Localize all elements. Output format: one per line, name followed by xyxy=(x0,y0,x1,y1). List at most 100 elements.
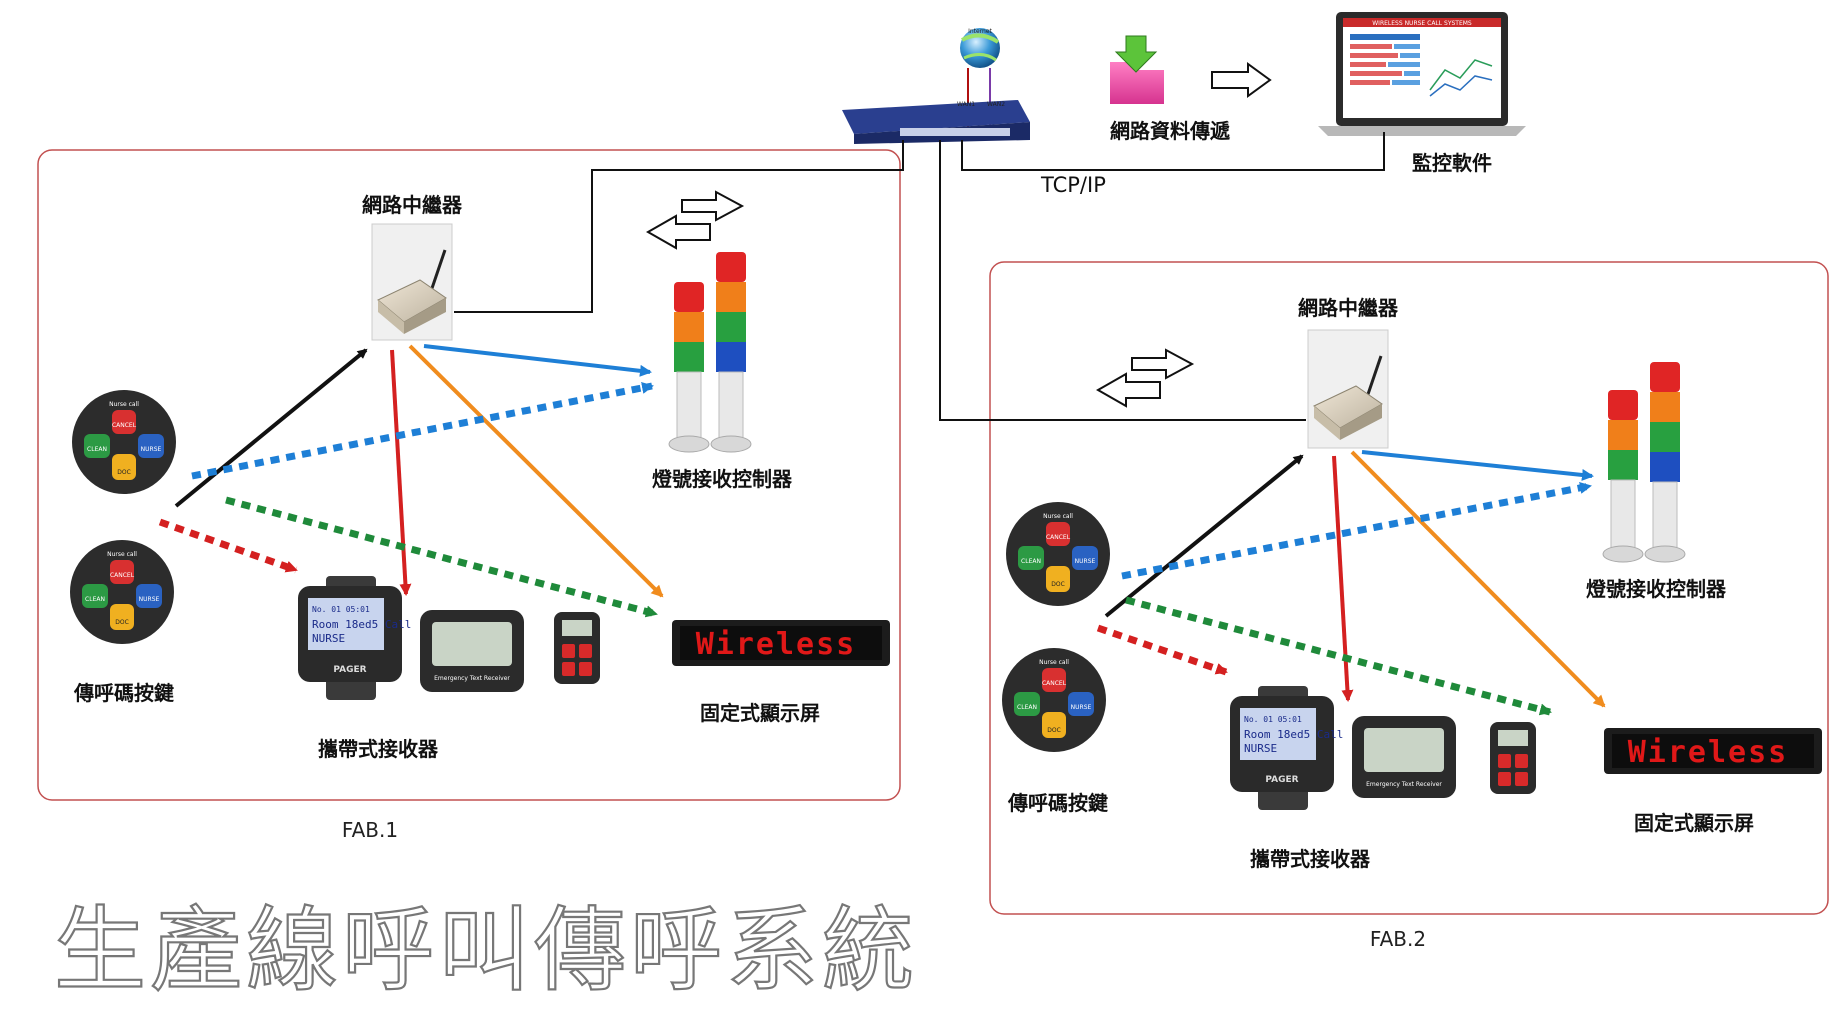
laptop-screen-title: WIRELESS NURSE CALL SYSTEMS xyxy=(1372,20,1472,27)
fab1-fixed-display-label: 固定式顯示屏 xyxy=(700,701,820,725)
fab1-portable-receiver-label: 攜帶式接收器 xyxy=(318,737,439,761)
watch-line3: NURSE xyxy=(1244,742,1277,755)
clean-label: CLEAN xyxy=(1021,558,1041,565)
nurse-button[interactable] xyxy=(1072,546,1098,570)
cancel-label: CANCEL xyxy=(1046,534,1071,541)
clean-button[interactable] xyxy=(1014,692,1040,716)
doc-button[interactable] xyxy=(1042,712,1066,738)
fab2-repeater-to-light-arrow xyxy=(1361,450,1594,481)
fab2-button-to-receiver-dashed-arrow xyxy=(1096,624,1228,676)
fab2-led-display-icon: Wireless xyxy=(1604,728,1822,774)
fab2-text-pager-icon: Emergency Text Receiver xyxy=(1352,716,1456,798)
cancel-button[interactable] xyxy=(112,410,136,434)
doc-label: DOC xyxy=(115,619,129,626)
fab2-portable-receiver-label: 攜帶式接收器 xyxy=(1250,847,1371,871)
fab1-repeater-to-watch-arrow xyxy=(390,349,412,596)
fab1-call-button-1[interactable]: Nurse call CANCEL CLEAN NURSE DOC xyxy=(72,390,176,494)
watch-line3: NURSE xyxy=(312,632,345,645)
fab1-repeater-icon xyxy=(371,223,453,341)
cancel-label: CANCEL xyxy=(110,572,135,579)
doc-label: DOC xyxy=(1051,581,1065,588)
fab2-fixed-display-label: 固定式顯示屏 xyxy=(1634,811,1754,835)
button-header: Nurse call xyxy=(1043,513,1073,520)
page-title: 生產線呼叫傳呼系統 xyxy=(54,897,918,1004)
fab1-led-text: Wireless xyxy=(696,627,857,662)
doc-button[interactable] xyxy=(112,454,136,480)
clean-label: CLEAN xyxy=(85,596,105,603)
fab1-light-controller-label: 燈號接收控制器 xyxy=(652,467,793,491)
fab1-button-to-light-dashed-arrow xyxy=(191,382,654,480)
watch-line1: No. 01 05:01 xyxy=(1244,715,1302,724)
clean-label: CLEAN xyxy=(87,446,107,453)
fab1-bidirectional-arrow-icon xyxy=(645,190,745,250)
fab2-light-controller-label: 燈號接收控制器 xyxy=(1586,577,1727,601)
fab1-text-pager-icon: Emergency Text Receiver xyxy=(420,610,524,692)
fab1-frame xyxy=(37,149,901,801)
nurse-label: NURSE xyxy=(139,596,160,603)
fab2-call-button-2[interactable]: Nurse call CANCEL CLEAN NURSE DOC xyxy=(1002,648,1106,752)
fab1-watch-receiver-icon: No. 01 05:01 Room 18ed5 Call NURSE PAGER xyxy=(298,576,411,700)
cancel-button[interactable] xyxy=(1046,522,1070,546)
fab2-repeater-label: 網路中繼器 xyxy=(1298,296,1399,320)
nurse-button[interactable] xyxy=(136,584,162,608)
fab2-tower-light-icon xyxy=(1602,362,1686,563)
fab1-call-button-label: 傳呼碼按鍵 xyxy=(73,681,174,705)
fab2-button-to-light-dashed-arrow xyxy=(1121,481,1592,580)
wan1-label: WAN1 xyxy=(957,101,975,108)
clean-button[interactable] xyxy=(1018,546,1044,570)
cancel-button[interactable] xyxy=(110,560,134,584)
pager-label: Emergency Text Receiver xyxy=(434,675,510,682)
doc-button[interactable] xyxy=(1046,566,1070,592)
laptop-icon: WIRELESS NURSE CALL SYSTEMS xyxy=(1318,12,1526,136)
fab2-repeater-to-display-arrow xyxy=(1350,450,1606,708)
pager-label: Emergency Text Receiver xyxy=(1366,781,1442,788)
fab1-repeater-to-display-arrow xyxy=(408,344,664,598)
monitor-software-label: 監控軟件 xyxy=(1412,151,1492,175)
fab1-led-display-icon: Wireless xyxy=(672,620,890,666)
watch-line2: Room 18ed5 Call xyxy=(312,618,411,631)
watch-brand: PAGER xyxy=(333,665,366,675)
fab2-bidirectional-arrow-icon xyxy=(1095,348,1195,408)
watch-line1: No. 01 05:01 xyxy=(312,605,370,614)
data-transfer-label: 網路資料傳遞 xyxy=(1110,119,1231,143)
nurse-button[interactable] xyxy=(138,434,164,458)
fab2-led-text: Wireless xyxy=(1628,735,1789,770)
nurse-label: NURSE xyxy=(1075,558,1096,565)
fab1-tower-light-icon xyxy=(668,252,752,453)
tcp-ip-cable xyxy=(961,132,1385,171)
router-icon: WAN1 WAN2 xyxy=(842,100,1030,144)
doc-button[interactable] xyxy=(110,604,134,630)
internet-globe-icon: Internet xyxy=(960,28,1000,68)
internet-label: Internet xyxy=(968,28,992,35)
fab2-repeater-to-watch-arrow xyxy=(1332,455,1354,702)
fab2-small-pager-icon xyxy=(1490,722,1536,794)
watch-brand: PAGER xyxy=(1265,775,1298,785)
fab1-button-to-repeater-arrow xyxy=(174,348,368,508)
fab1-button-to-display-dashed-arrow xyxy=(225,496,658,618)
clean-button[interactable] xyxy=(82,584,108,608)
data-transfer-icon xyxy=(1110,35,1164,104)
nurse-label: NURSE xyxy=(1071,704,1092,711)
fab1-repeater-to-light-arrow xyxy=(423,344,652,377)
transfer-arrow-icon xyxy=(1211,62,1272,98)
fab2-call-button-1[interactable]: Nurse call CANCEL CLEAN NURSE DOC xyxy=(1006,502,1110,606)
cancel-button[interactable] xyxy=(1042,668,1066,692)
fab1-call-button-2[interactable]: Nurse call CANCEL CLEAN NURSE DOC xyxy=(70,540,174,644)
doc-label: DOC xyxy=(1047,727,1061,734)
fab1-button-to-receiver-dashed-arrow xyxy=(158,518,298,574)
button-header: Nurse call xyxy=(109,401,139,408)
fab2-watch-receiver-icon: No. 01 05:01 Room 18ed5 Call NURSE PAGER xyxy=(1230,686,1343,810)
fab1-small-pager-icon xyxy=(554,612,600,684)
fab2-network-cable xyxy=(939,140,1306,421)
fab2-repeater-icon xyxy=(1307,329,1389,449)
nurse-label: NURSE xyxy=(141,446,162,453)
clean-button[interactable] xyxy=(84,434,110,458)
doc-label: DOC xyxy=(117,469,131,476)
fab1-repeater-label: 網路中繼器 xyxy=(362,193,463,217)
fab2-name: FAB.2 xyxy=(1370,927,1426,951)
fab1-network-cable xyxy=(454,140,904,313)
nurse-button[interactable] xyxy=(1068,692,1094,716)
watch-line2: Room 18ed5 Call xyxy=(1244,728,1343,741)
fab2-button-to-repeater-arrow xyxy=(1104,454,1304,618)
